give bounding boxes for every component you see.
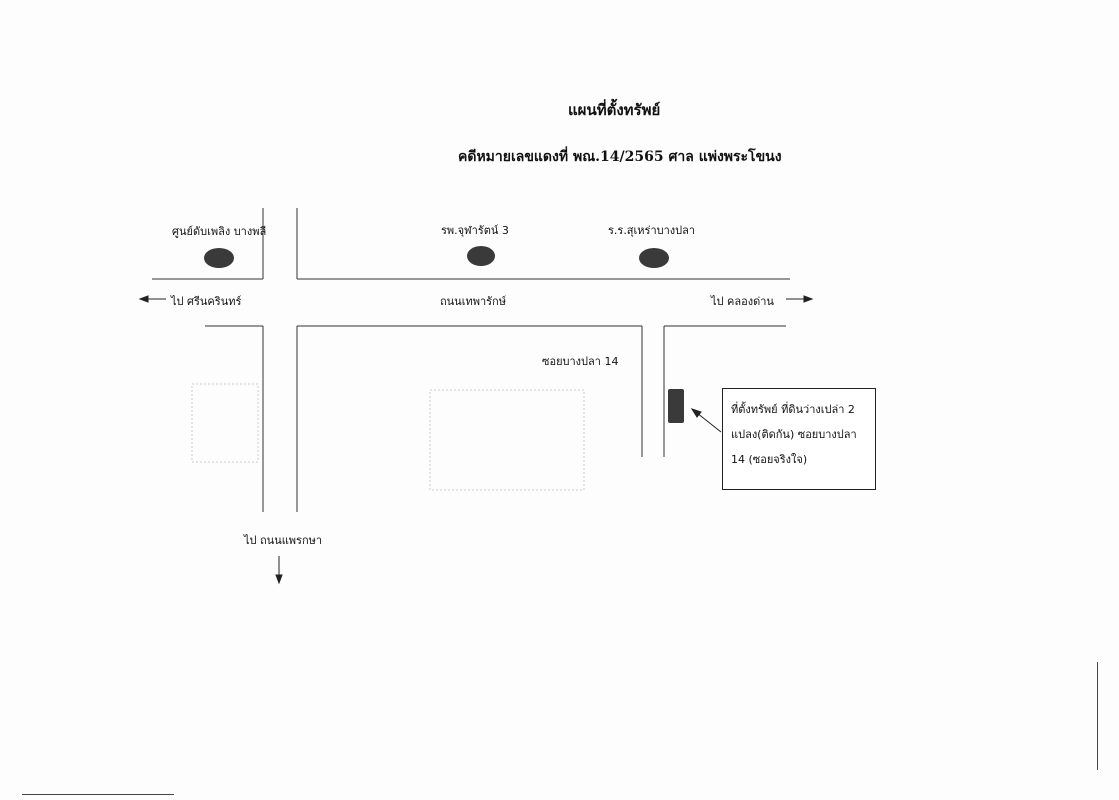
school-label: ร.ร.สุเหร่าบางปลา — [608, 224, 696, 237]
arrow-left-icon — [138, 295, 149, 303]
main-road-label: ถนนเทพารักษ์ — [440, 295, 506, 308]
footer-divider — [22, 794, 174, 795]
faint-box-left — [191, 383, 259, 463]
property-marker-icon — [668, 389, 684, 423]
callout-pointer — [696, 412, 722, 433]
property-callout-text: ที่ตั้งทรัพย์ ที่ดินว่างเปล่า 2 แปลง(ติด… — [731, 403, 857, 466]
fire-station-marker-icon — [204, 248, 234, 268]
direction-arrows — [138, 295, 814, 585]
faint-box-center — [429, 389, 585, 491]
map-title: แผนที่ตั้งทรัพย์ — [568, 101, 661, 119]
arrow-down-icon — [275, 574, 283, 585]
callout-pointer-arrowhead-icon — [690, 408, 702, 418]
property-callout-box: ที่ตั้งทรัพย์ ที่ดินว่างเปล่า 2 แปลง(ติด… — [722, 388, 876, 490]
arrow-right-icon — [803, 295, 814, 303]
fire-station-label: ศูนย์ดับเพลิง บางพลี — [172, 225, 267, 238]
right-edge-line — [1097, 662, 1098, 770]
soi-label: ซอยบางปลา 14 — [542, 355, 619, 368]
road-lines — [152, 208, 790, 512]
to-srinakarin-label: ไป ศรีนครินทร์ — [171, 295, 242, 308]
case-number-title: คดีหมายเลขแดงที่ พณ.14/2565 ศาล แพ่งพระโ… — [458, 149, 782, 165]
school-marker-icon — [639, 248, 669, 268]
faint-scan-boxes — [191, 383, 585, 491]
hospital-marker-icon — [467, 246, 495, 266]
hospital-label: รพ.จุฬารัตน์ 3 — [441, 224, 509, 237]
to-khlong-dan-label: ไป คลองด่าน — [711, 295, 774, 308]
to-phraeksa-label: ไป ถนนแพรกษา — [244, 534, 323, 547]
